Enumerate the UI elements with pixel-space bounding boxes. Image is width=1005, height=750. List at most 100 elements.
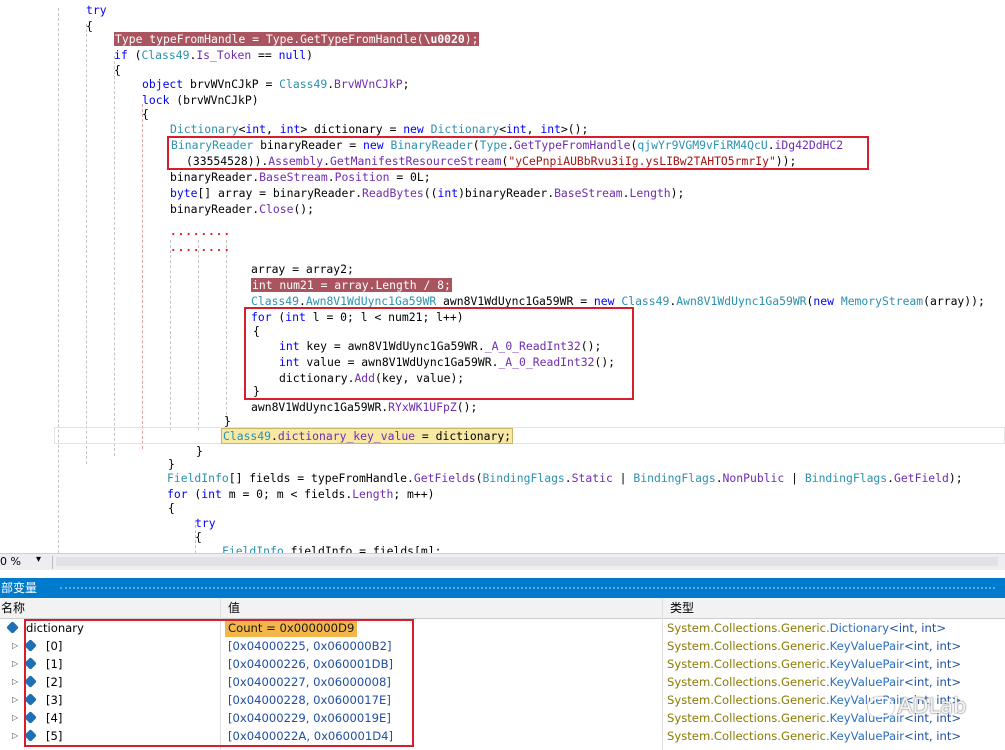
variable-name: [5] (46, 729, 63, 743)
variable-value[interactable]: Count = 0x000000D9 (225, 619, 358, 637)
panel-title-bar[interactable]: 部变量 (0, 578, 1005, 598)
variable-type: System.Collections.Generic.KeyValuePair<… (667, 657, 962, 671)
code-line: { (168, 501, 175, 515)
variable-value[interactable]: [0x04000225, 0x060000B2] (228, 639, 392, 653)
variable-name: [0] (46, 639, 63, 653)
indent-guide (198, 240, 199, 430)
code-line: (33554528)).Assembly.GetManifestResource… (186, 154, 797, 168)
indent-guide (170, 240, 171, 430)
table-row[interactable]: ▷ [3] [0x04000228, 0x0600017E] System.Co… (0, 691, 1005, 709)
column-divider[interactable] (220, 598, 221, 750)
table-row[interactable]: ▷ [5] [0x0400022A, 0x060001D4] System.Co… (0, 727, 1005, 745)
code-line: try (195, 516, 216, 530)
code-line: binaryReader.Close(); (170, 202, 315, 216)
expand-icon[interactable]: ▷ (12, 731, 19, 740)
code-line: dictionary.Add(key, value); (279, 371, 465, 385)
code-line: int key = awn8V1WdUync1Ga59WR._A_0_ReadI… (279, 339, 602, 353)
expand-icon[interactable]: ▷ (12, 641, 19, 650)
chevron-down-icon[interactable]: ▾ (36, 554, 42, 565)
variable-type: System.Collections.Generic.KeyValuePair<… (667, 639, 962, 653)
indent-guide (86, 24, 87, 464)
variable-name: [3] (46, 693, 63, 707)
code-line: if (Class49.Is_Token == null) (114, 48, 313, 62)
code-line: } (224, 414, 231, 428)
wechat-icon (868, 697, 894, 717)
code-line: for (int l = 0; l < num21; l++) (251, 310, 464, 324)
column-divider[interactable] (662, 598, 663, 750)
variable-icon (24, 657, 37, 670)
locals-window: 部变量 名称 值 类型 dictionary Count = 0x000000D… (0, 570, 1005, 750)
variable-icon (24, 693, 37, 706)
code-line: binaryReader.BaseStream.Position = 0L; (170, 170, 431, 184)
column-header-name[interactable]: 名称 (1, 601, 26, 615)
code-line: awn8V1WdUync1Ga59WR.RYxWK1UFpZ(); (251, 400, 478, 414)
drag-handle[interactable] (60, 587, 995, 591)
code-line-highlighted: int num21 = array.Length / 8; (251, 278, 452, 292)
divider (52, 556, 53, 569)
column-header-type[interactable]: 类型 (670, 601, 695, 615)
variable-type: System.Collections.Generic.KeyValuePair<… (667, 675, 962, 689)
code-line: } (168, 457, 175, 471)
variable-type: System.Collections.Generic.KeyValuePair<… (667, 729, 962, 743)
variable-icon (24, 729, 37, 742)
variable-icon (24, 639, 37, 652)
variable-name: [4] (46, 711, 63, 725)
omitted-code-marker: ........ (170, 241, 231, 254)
code-line: object brvWVnCJkP = Class49.BrvWVnCJkP; (142, 77, 410, 91)
indent-guide (114, 56, 115, 456)
code-line: byte[] array = binaryReader.ReadBytes((i… (170, 186, 685, 200)
code-line: Dictionary<int, int> dictionary = new Di… (170, 122, 589, 136)
code-line: FieldInfo fieldInfo = fields[m]; (222, 544, 442, 553)
indent-guide (226, 240, 227, 420)
variable-icon (24, 675, 37, 688)
table-row[interactable]: dictionary Count = 0x000000D9 System.Col… (0, 619, 1005, 637)
expand-icon[interactable]: ▷ (12, 713, 19, 722)
variable-name: dictionary (26, 621, 84, 635)
horizontal-scrollbar[interactable] (56, 557, 998, 566)
code-line: } (253, 384, 260, 398)
code-editor[interactable]: try { Type typeFromHandle = Type.GetType… (0, 0, 1005, 553)
code-line: try (86, 3, 107, 17)
variable-icon (6, 621, 19, 634)
variable-type: System.Collections.Generic.Dictionary<in… (667, 621, 947, 635)
table-row[interactable]: ▷ [0] [0x04000225, 0x060000B2] System.Co… (0, 637, 1005, 655)
table-row[interactable]: ▷ [4] [0x04000229, 0x0600019E] System.Co… (0, 709, 1005, 727)
variable-name: [2] (46, 675, 63, 689)
expand-icon[interactable]: ▷ (12, 695, 19, 704)
code-line: { (142, 107, 149, 121)
code-line: { (114, 63, 121, 77)
code-line: { (195, 530, 202, 544)
indent-guide (58, 8, 59, 553)
code-line: { (253, 324, 260, 338)
omitted-code-marker: ........ (170, 225, 231, 238)
table-row[interactable]: ▷ [2] [0x04000227, 0x06000008] System.Co… (0, 673, 1005, 691)
variable-value[interactable]: [0x04000227, 0x06000008] (228, 675, 391, 689)
code-line: int value = awn8V1WdUync1Ga59WR._A_0_Rea… (279, 355, 616, 369)
indent-guide (195, 520, 196, 553)
code-line-highlighted: Class49.dictionary_key_value = dictionar… (220, 428, 514, 444)
variable-name: [1] (46, 657, 63, 671)
variable-value[interactable]: [0x04000226, 0x060001DB] (228, 657, 394, 671)
code-line: Class49.Awn8V1WdUync1Ga59WR awn8V1WdUync… (251, 294, 985, 308)
variable-value[interactable]: [0x04000229, 0x0600019E] (228, 711, 391, 725)
expand-icon[interactable]: ▷ (12, 659, 19, 668)
code-line-highlighted: Type typeFromHandle = Type.GetTypeFromHa… (114, 32, 480, 46)
code-line: FieldInfo[] fields = typeFromHandle.GetF… (167, 471, 963, 485)
current-line-indicator (54, 427, 1005, 444)
expand-icon[interactable]: ▷ (12, 677, 19, 686)
code-line: { (86, 19, 93, 33)
watermark: ADLab (868, 694, 966, 718)
code-line: for (int m = 0; m < fields.Length; m++) (167, 487, 435, 501)
column-header-value[interactable]: 值 (228, 601, 241, 615)
code-line: lock (brvWVnCJkP) (142, 93, 259, 107)
code-line: BinaryReader binaryReader = new BinaryRe… (171, 138, 844, 152)
variable-value[interactable]: [0x0400022A, 0x060001D4] (228, 729, 394, 743)
variable-icon (24, 711, 37, 724)
column-header-row: 名称 值 类型 (0, 598, 1005, 619)
code-line: array = array2; (251, 262, 354, 276)
zoom-bar: 0 % ▾ (0, 553, 1005, 571)
table-row[interactable]: ▷ [1] [0x04000226, 0x060001DB] System.Co… (0, 655, 1005, 673)
variable-value[interactable]: [0x04000228, 0x0600017E] (228, 693, 391, 707)
code-line: } (196, 444, 203, 458)
zoom-level[interactable]: 0 % (0, 555, 21, 568)
